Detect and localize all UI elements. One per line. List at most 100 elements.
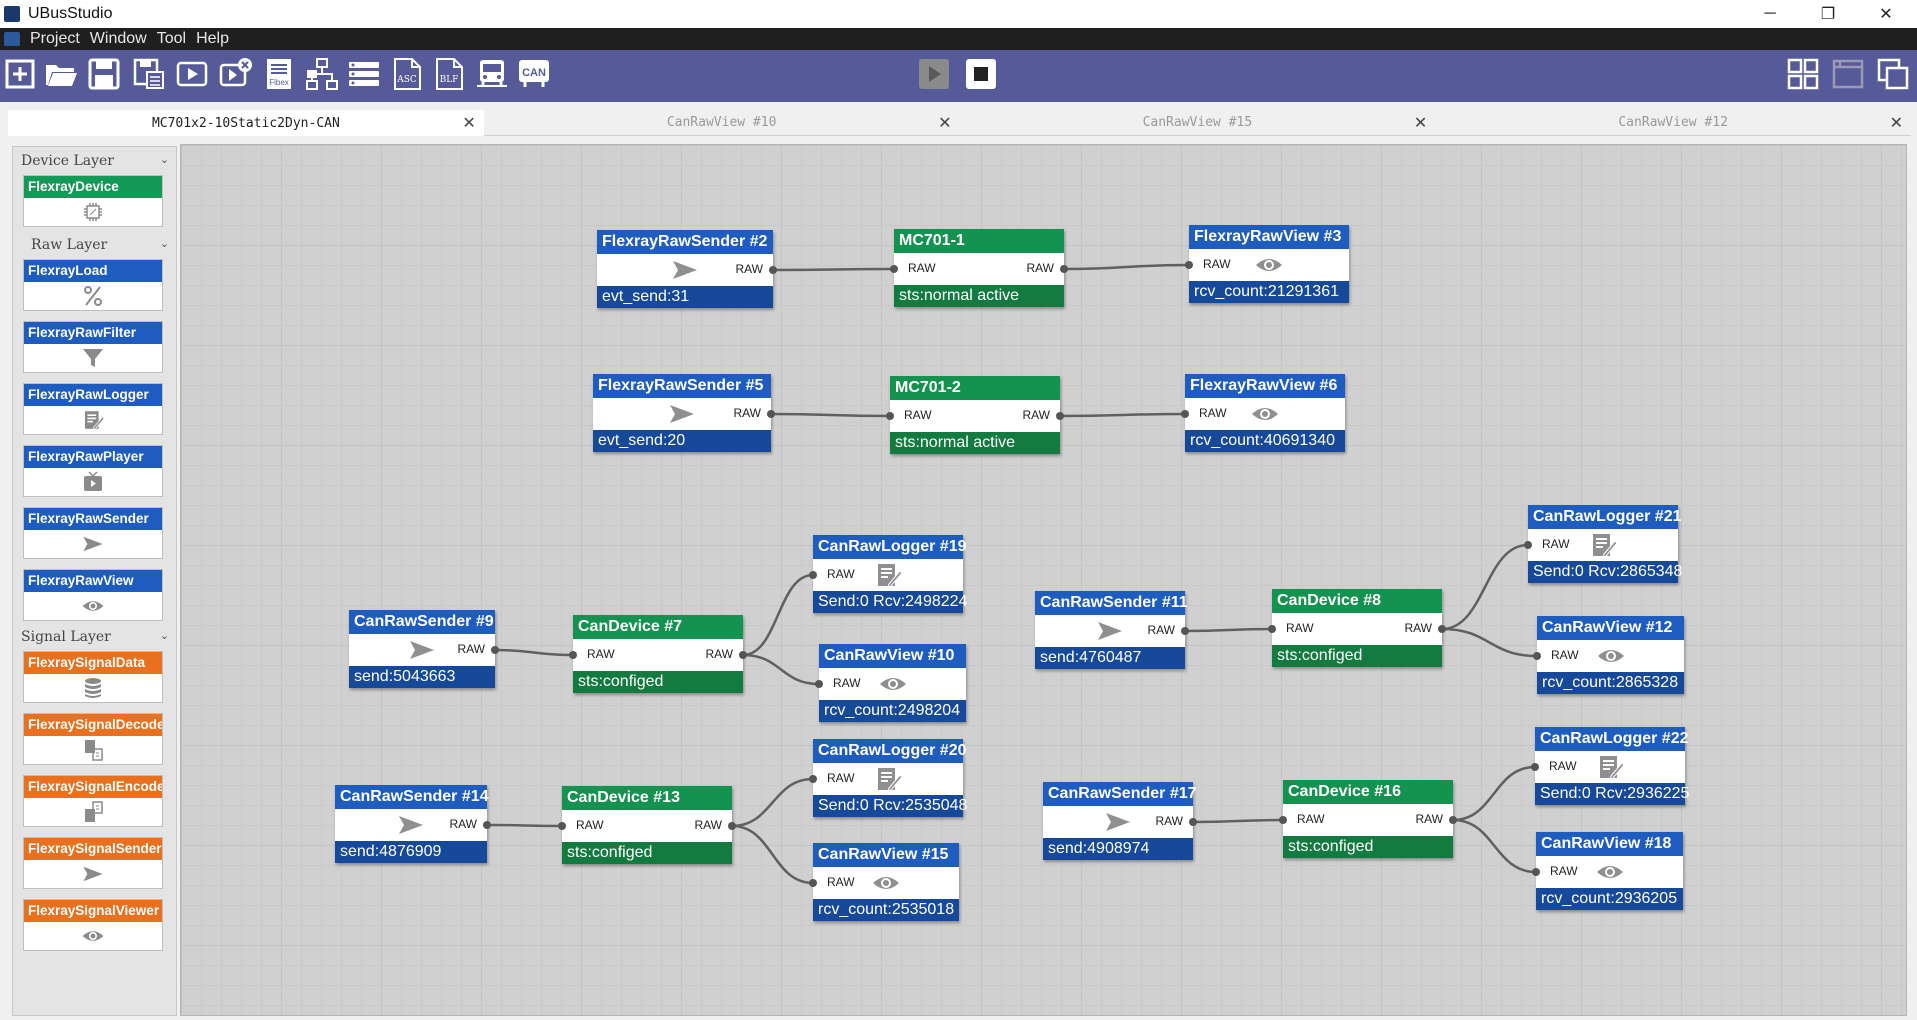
can-button[interactable]: CAN <box>516 58 552 94</box>
input-port[interactable] <box>1532 868 1540 876</box>
palette-item-flexrayrawplayer[interactable]: FlexrayRawPlayer <box>23 445 163 497</box>
input-port[interactable] <box>1531 763 1539 771</box>
chevron-down-icon[interactable]: ⌄ <box>159 629 169 642</box>
input-port[interactable] <box>1533 652 1541 660</box>
layer-header[interactable]: Signal Layer⌄ <box>19 629 169 645</box>
menu-help[interactable]: Help <box>196 30 229 47</box>
connection-wire[interactable] <box>486 823 563 828</box>
tab-main-project[interactable]: MC701x2-10Static2Dyn-CAN ✕ <box>8 110 484 136</box>
chevron-down-icon[interactable]: ⌄ <box>159 153 169 166</box>
menu-window[interactable]: Window <box>89 30 147 47</box>
palette-item-flexraysignalsender[interactable]: FlexraySignalSender <box>23 837 163 889</box>
connection-wire[interactable] <box>1452 818 1537 874</box>
output-port[interactable] <box>739 651 747 659</box>
tab-canrawview-10[interactable]: CanRawView #10 ✕ <box>483 110 960 136</box>
connection-wire[interactable] <box>1452 765 1536 822</box>
close-icon[interactable]: ✕ <box>1889 113 1903 132</box>
blf-file-button[interactable]: BLF <box>431 57 467 94</box>
output-port[interactable] <box>1060 265 1068 273</box>
minimize-button[interactable]: ─ <box>1764 5 1776 22</box>
palette-item-flexrayrawfilter[interactable]: FlexrayRawFilter <box>23 321 163 373</box>
chevron-down-icon[interactable]: ⌄ <box>159 237 169 250</box>
palette-item-flexraysignaldata[interactable]: FlexraySignalData <box>23 651 163 703</box>
connection-wire[interactable] <box>731 777 814 828</box>
palette-item-flexraysignalviewer[interactable]: FlexraySignalViewer <box>23 899 163 951</box>
input-port[interactable] <box>809 571 817 579</box>
connection-wire[interactable] <box>1059 412 1186 418</box>
run-project-button[interactable] <box>174 58 210 94</box>
palette-item-flexrayrawlogger[interactable]: FlexrayRawLogger <box>23 383 163 435</box>
output-port[interactable] <box>1438 625 1446 633</box>
connection-wire[interactable] <box>1441 627 1538 658</box>
tab-canrawview-15[interactable]: CanRawView #15 ✕ <box>959 110 1436 136</box>
list-button[interactable] <box>346 58 382 94</box>
palette-item-flexrayload[interactable]: FlexrayLoad <box>23 259 163 311</box>
asc-file-button[interactable]: ASC <box>389 57 425 94</box>
connection-wire[interactable] <box>1063 263 1190 271</box>
layer-header[interactable]: Device Layer⌄ <box>19 153 169 169</box>
fibex-button[interactable]: Fibex <box>262 58 298 94</box>
menu-project[interactable]: Project <box>30 30 80 47</box>
save-as-button[interactable] <box>131 58 167 94</box>
input-port[interactable] <box>1185 261 1193 269</box>
cascade-windows-button[interactable] <box>1875 58 1911 94</box>
connection-wire[interactable] <box>770 412 891 418</box>
save-button[interactable] <box>86 58 122 94</box>
output-port[interactable] <box>1181 627 1189 635</box>
stop-project-button[interactable] <box>218 57 254 94</box>
close-button[interactable]: ✕ <box>1879 6 1893 23</box>
palette-item-flexrayrawsender[interactable]: FlexrayRawSender <box>23 507 163 559</box>
connection-wire[interactable] <box>1441 543 1529 631</box>
connection-wire[interactable] <box>1192 818 1284 824</box>
connection-wire[interactable] <box>731 824 814 885</box>
output-port[interactable] <box>1189 818 1197 826</box>
app-menu-icon[interactable] <box>4 32 20 46</box>
output-port[interactable] <box>1449 816 1457 824</box>
stop-button[interactable] <box>963 58 999 94</box>
play-button[interactable] <box>916 58 952 94</box>
palette-item-flexrayrawview[interactable]: FlexrayRawView <box>23 569 163 621</box>
close-icon[interactable]: ✕ <box>938 113 952 132</box>
topology-button[interactable] <box>304 57 340 94</box>
input-port[interactable] <box>1181 410 1189 418</box>
input-port[interactable] <box>1279 816 1287 824</box>
restore-button[interactable]: ❐ <box>1820 6 1836 23</box>
input-port[interactable] <box>890 265 898 273</box>
tab-canrawview-12[interactable]: CanRawView #12 ✕ <box>1435 110 1911 136</box>
menu-tool[interactable]: Tool <box>156 30 187 47</box>
input-port[interactable] <box>886 412 894 420</box>
output-port[interactable] <box>767 410 775 418</box>
output-port[interactable] <box>769 266 777 274</box>
output-port[interactable] <box>728 822 736 830</box>
palette-item-flexraysignaldecode[interactable]: FlexraySignalDecode <box>23 713 163 765</box>
window-button[interactable] <box>1830 58 1866 94</box>
tile-windows-button[interactable] <box>1785 58 1821 94</box>
input-port[interactable] <box>558 822 566 830</box>
connection-wire[interactable] <box>742 653 820 686</box>
new-button[interactable] <box>2 58 38 94</box>
close-icon[interactable]: ✕ <box>462 113 476 132</box>
connection-wire[interactable] <box>494 648 574 657</box>
bus-button[interactable] <box>474 58 510 94</box>
